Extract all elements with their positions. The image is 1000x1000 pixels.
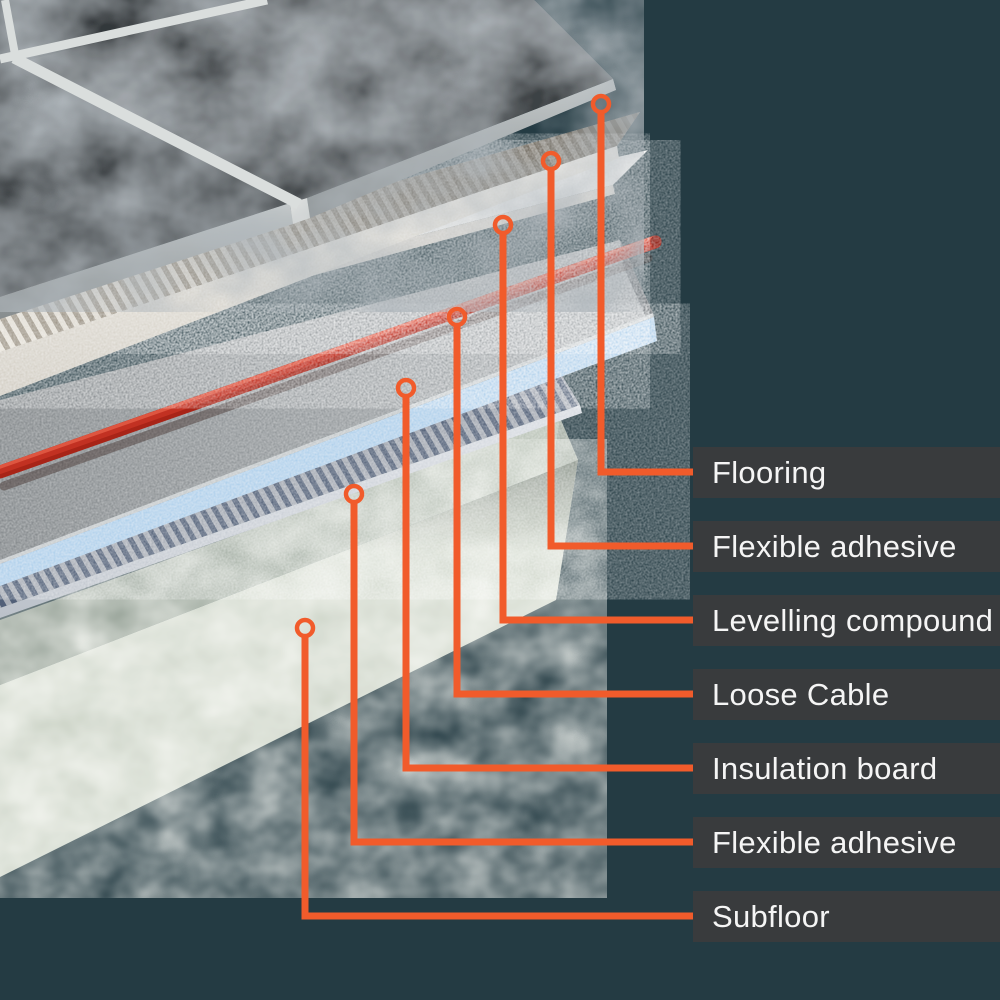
callout-marker-insulation-board — [395, 377, 417, 399]
label-levelling-compound-text: Levelling compound — [712, 602, 994, 638]
upper-adhesive-graphic — [0, 112, 640, 396]
callout-line-flexible-adhesive-2 — [350, 502, 697, 846]
callout-marker-loose-cable — [446, 306, 468, 328]
callout-marker-flexible-adhesive-1 — [540, 150, 562, 172]
label-flooring: Flooring — [693, 447, 1000, 498]
label-flexible-adhesive-2: Flexible adhesive — [693, 817, 1000, 868]
callout-line-flexible-adhesive-1 — [547, 169, 697, 550]
label-levelling-compound: Levelling compound — [693, 595, 1000, 646]
callout-marker-levelling-compound — [492, 214, 514, 236]
label-flexible-adhesive-2-text: Flexible adhesive — [712, 824, 957, 860]
subfloor-graphic — [0, 418, 578, 877]
callout-marker-flexible-adhesive-2 — [343, 483, 365, 505]
label-flexible-adhesive-1: Flexible adhesive — [693, 521, 1000, 572]
label-loose-cable: Loose Cable — [693, 669, 1000, 720]
label-flooring-text: Flooring — [712, 454, 827, 490]
heating-cable-graphic — [0, 235, 662, 491]
tile-flooring-graphic — [0, 0, 616, 319]
callout-line-subfloor — [301, 636, 697, 920]
label-insulation-board: Insulation board — [693, 743, 1000, 794]
label-loose-cable-text: Loose Cable — [712, 676, 890, 712]
lower-adhesive-graphic — [0, 372, 582, 618]
label-subfloor: Subfloor — [693, 891, 1000, 942]
insulation-board-graphic — [0, 240, 657, 586]
callout-line-insulation-board — [402, 396, 697, 772]
callout-marker-subfloor — [294, 617, 316, 639]
callout-markers — [294, 93, 612, 639]
callout-lines — [301, 112, 697, 920]
callout-marker-flooring — [590, 93, 612, 115]
tile-grout-lines — [0, 0, 302, 209]
callout-line-levelling-compound — [499, 233, 697, 624]
callout-line-flooring — [597, 112, 697, 476]
callout-line-loose-cable — [453, 325, 697, 698]
label-flexible-adhesive-1-text: Flexible adhesive — [712, 528, 957, 564]
label-insulation-board-text: Insulation board — [712, 750, 938, 786]
label-subfloor-text: Subfloor — [712, 898, 830, 934]
